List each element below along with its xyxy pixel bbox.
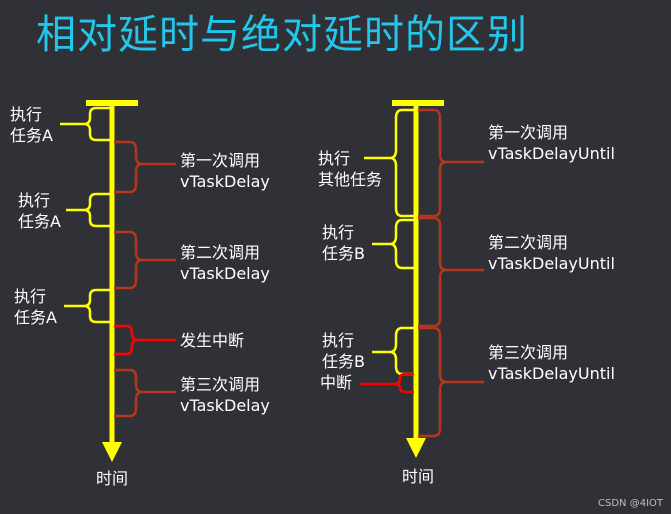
left-task-brace-1 xyxy=(60,106,112,142)
left-call-1-line2: vTaskDelay xyxy=(180,172,270,191)
left-task-label-3-line2: 任务A xyxy=(14,308,57,327)
right-delay-brace-1 xyxy=(418,108,484,218)
left-call-3-line1: 第三次调用 xyxy=(180,375,261,394)
right-call-2-line2: vTaskDelayUntil xyxy=(488,254,615,273)
left-timeline xyxy=(86,100,138,462)
left-call-3-line2: vTaskDelay xyxy=(180,396,270,415)
right-delay-braces xyxy=(418,108,484,438)
left-timeline-arrow xyxy=(102,442,122,462)
page-title: 相对延时与绝对延时的区别 xyxy=(36,12,528,58)
right-delay-brace-3 xyxy=(418,326,484,438)
left-task-label-3-line1: 执行 xyxy=(14,287,47,306)
right-call-2-line1: 第二次调用 xyxy=(488,233,569,252)
left-interrupt-brace xyxy=(114,324,176,356)
right-task-b-2-line2: 任务B xyxy=(322,352,365,371)
right-task-b-1-line2: 任务B xyxy=(322,244,365,263)
right-delay-brace-2 xyxy=(418,216,484,328)
left-call-2-label: 第二次调用 vTaskDelay xyxy=(180,242,270,284)
right-timeline-arrow xyxy=(406,438,426,458)
left-call-3-label: 第三次调用 vTaskDelay xyxy=(180,374,270,416)
right-task-braces xyxy=(364,108,414,376)
left-task-brace-3 xyxy=(64,288,112,324)
left-delay-brace-3 xyxy=(114,368,176,418)
left-interrupt-label: 发生中断 xyxy=(180,331,245,350)
right-task-b-1-label: 执行 任务B xyxy=(322,222,365,264)
right-call-3-label: 第三次调用 vTaskDelayUntil xyxy=(488,342,615,384)
right-task-b-2-line1: 执行 xyxy=(322,331,355,350)
left-call-1-line1: 第一次调用 xyxy=(180,151,261,170)
right-task-brace-b-2 xyxy=(372,326,414,376)
left-task-label-1-line2: 任务A xyxy=(10,126,53,145)
right-task-other-line2: 其他任务 xyxy=(318,170,383,189)
left-task-label-1-line1: 执行 xyxy=(10,105,43,124)
left-task-label-2: 执行 任务A xyxy=(18,190,61,232)
right-interrupt-brace xyxy=(360,372,414,394)
right-axis-label: 时间 xyxy=(402,467,435,486)
right-task-other-line1: 执行 xyxy=(318,149,351,168)
left-task-braces xyxy=(60,106,112,324)
right-call-1-line1: 第一次调用 xyxy=(488,123,569,142)
left-delay-brace-2 xyxy=(114,230,176,290)
right-task-brace-b-1 xyxy=(372,218,414,270)
left-task-label-2-line2: 任务A xyxy=(18,212,61,231)
right-task-other-label: 执行 其他任务 xyxy=(318,148,382,190)
left-call-2-line1: 第二次调用 xyxy=(180,243,261,262)
right-timeline-start-bar xyxy=(392,100,444,106)
right-call-2-label: 第二次调用 vTaskDelayUntil xyxy=(488,232,615,274)
right-timeline xyxy=(392,100,444,458)
right-task-b-1-line1: 执行 xyxy=(322,223,355,242)
left-axis-label: 时间 xyxy=(96,469,129,488)
left-task-brace-2 xyxy=(66,192,112,228)
left-delay-brace-1 xyxy=(114,140,176,194)
left-task-label-2-line1: 执行 xyxy=(18,191,51,210)
left-task-label-3: 执行 任务A xyxy=(14,286,57,328)
watermark: CSDN @4IOT xyxy=(598,498,663,509)
left-call-1-label: 第一次调用 vTaskDelay xyxy=(180,150,270,192)
right-task-b-2-label: 执行 任务B xyxy=(322,330,365,372)
right-call-1-label: 第一次调用 vTaskDelayUntil xyxy=(488,122,615,164)
right-call-1-line2: vTaskDelayUntil xyxy=(488,144,615,163)
right-call-3-line2: vTaskDelayUntil xyxy=(488,364,615,383)
right-call-3-line1: 第三次调用 xyxy=(488,343,569,362)
right-task-brace-other xyxy=(364,108,414,218)
left-call-2-line2: vTaskDelay xyxy=(180,264,270,283)
left-delay-braces xyxy=(114,140,176,418)
left-task-label-1: 执行 任务A xyxy=(10,104,53,146)
right-interrupt-label: 中断 xyxy=(320,373,353,392)
left-timeline-start-bar xyxy=(86,100,138,106)
